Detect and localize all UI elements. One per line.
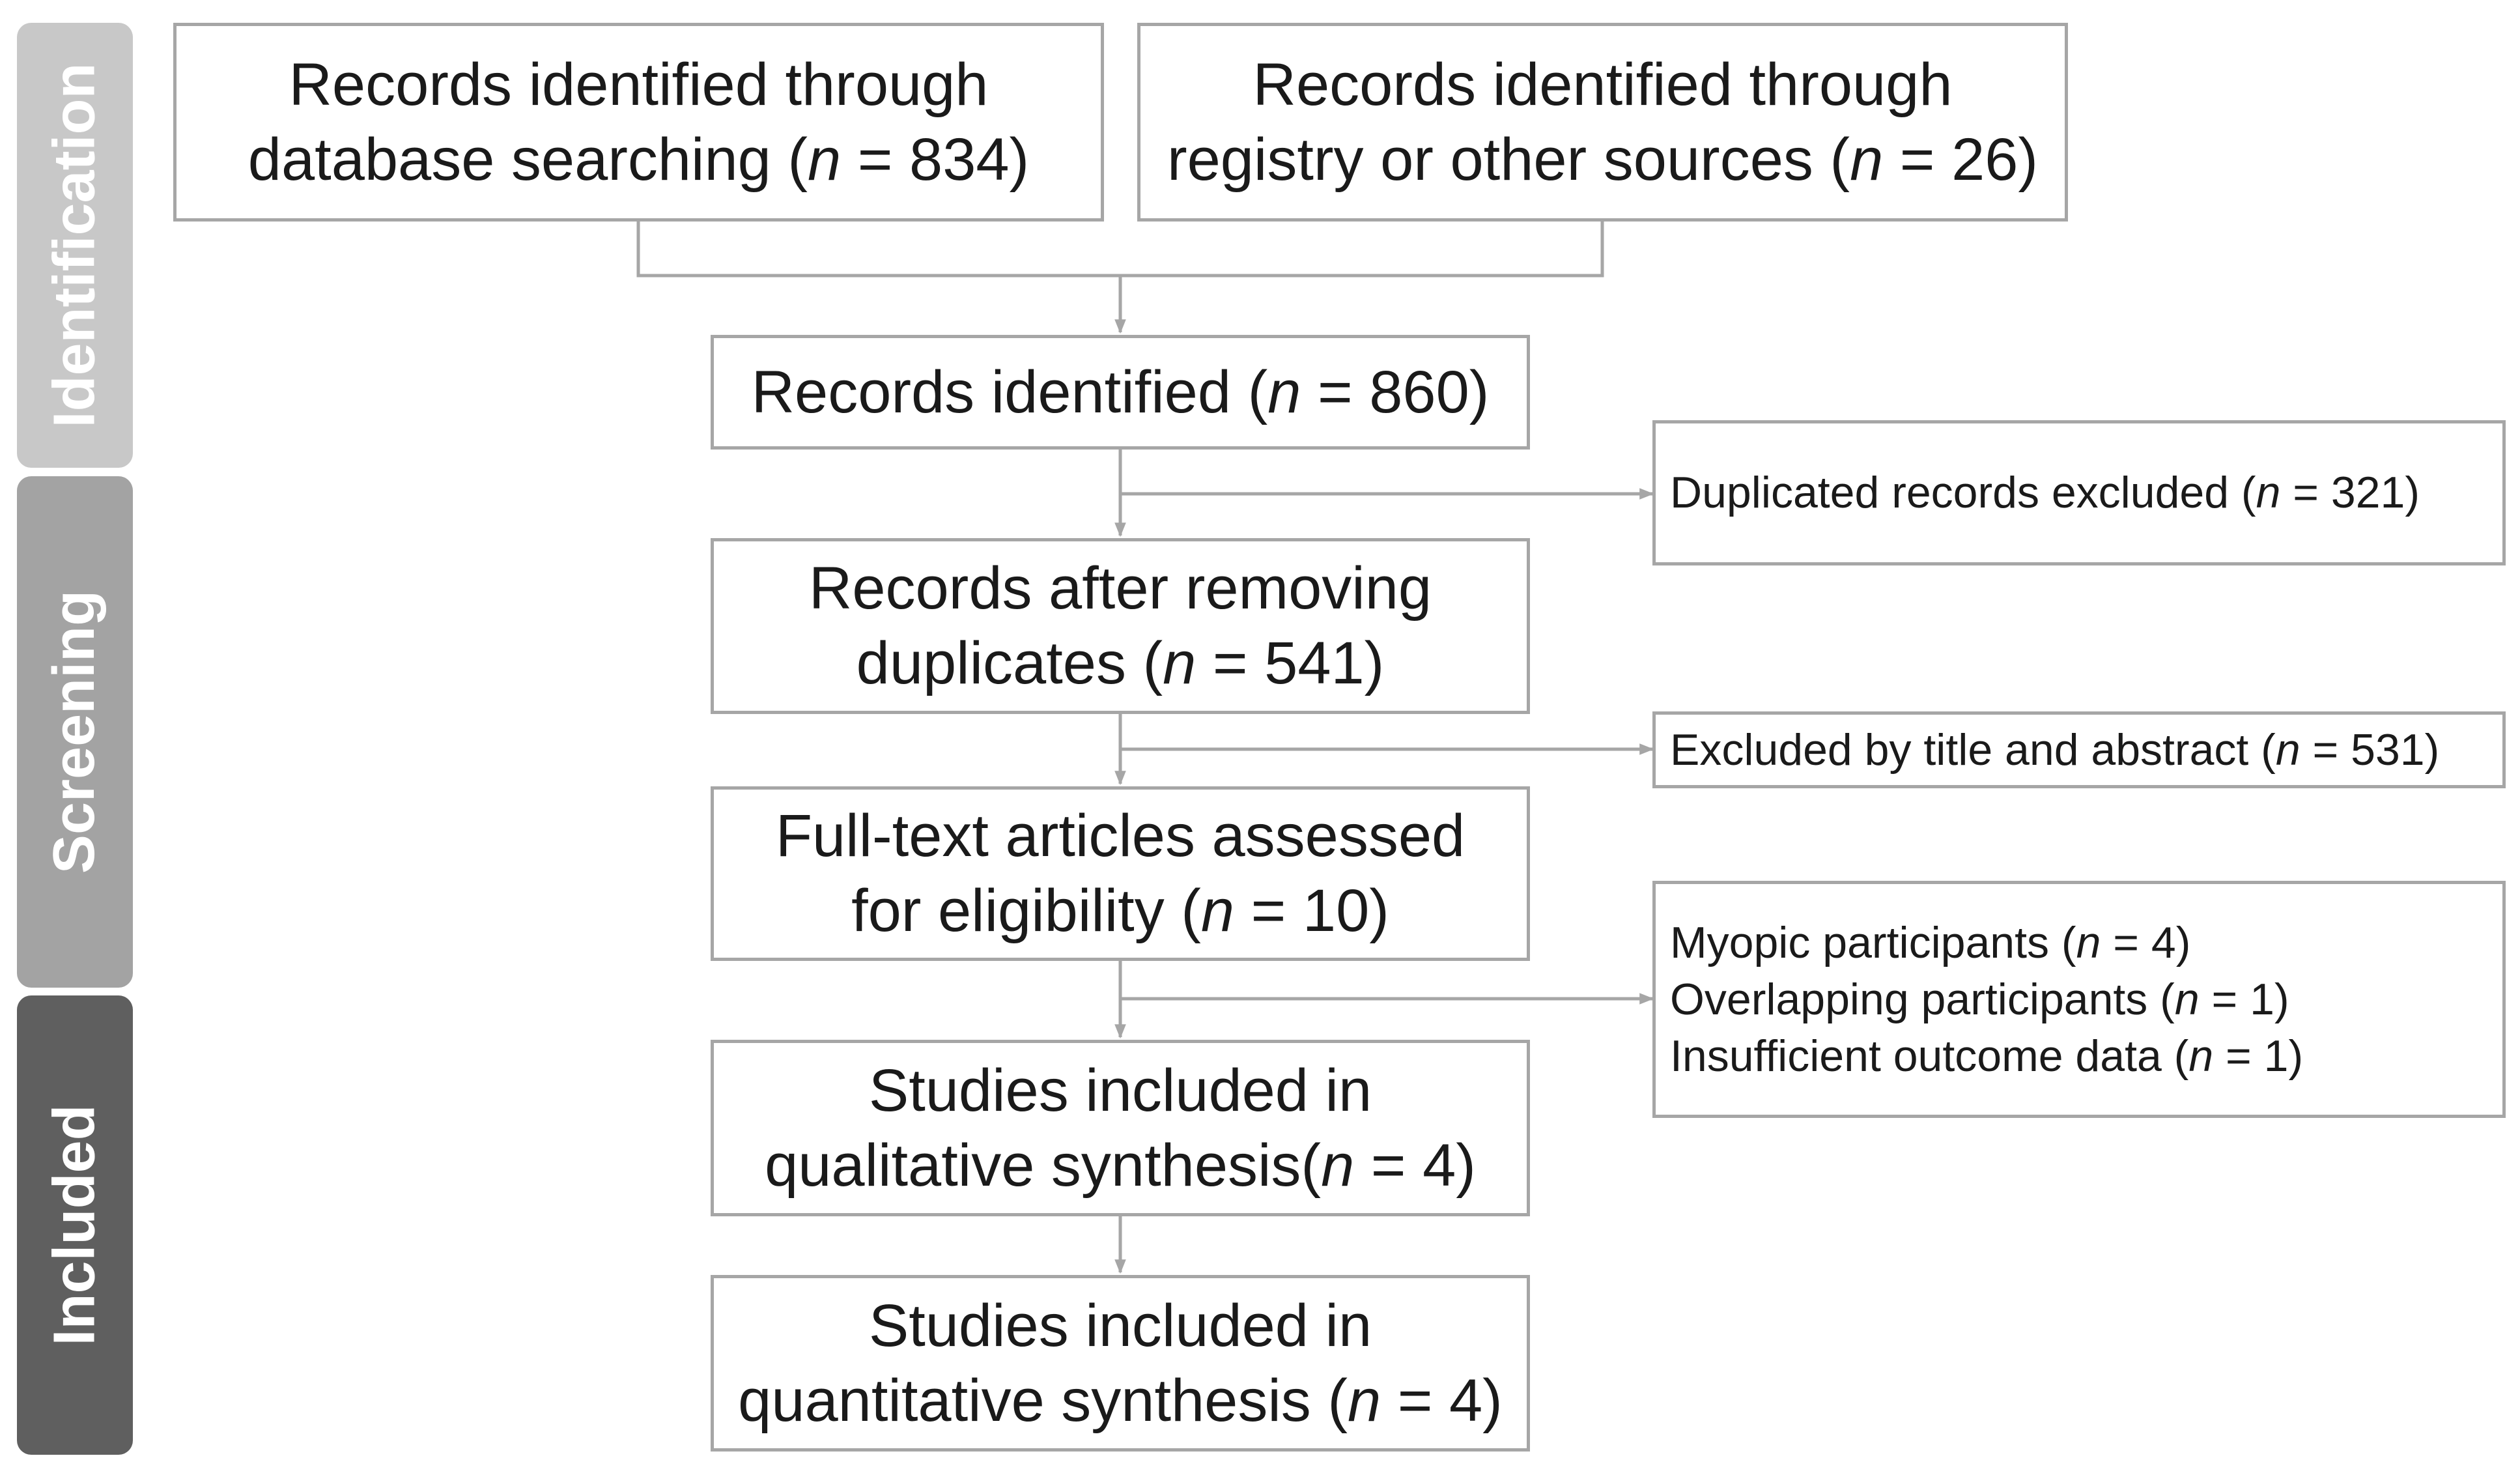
n-symbol: n — [2256, 468, 2281, 517]
n-symbol: n — [1347, 1367, 1381, 1434]
box-text-line: duplicates (n = 541) — [809, 626, 1432, 701]
box-text-line: Overlapping participants (n = 1) — [1670, 971, 2303, 1028]
box-records-identified: Records identified (n = 860) — [711, 335, 1530, 450]
count-value: = 4) — [1381, 1367, 1503, 1434]
box-text-line: Studies included in — [738, 1289, 1503, 1364]
n-symbol: n — [2188, 1031, 2214, 1081]
box-text: Excluded by title and abstract (n = 531) — [1670, 722, 2439, 779]
box-text: Duplicated records excluded (n = 321) — [1670, 465, 2420, 521]
line-text: for eligibility ( — [851, 878, 1201, 944]
line-text: Insufficient outcome data ( — [1670, 1031, 2189, 1081]
box-text-line: database searching (n = 834) — [248, 122, 1029, 197]
line-text: database searching ( — [248, 126, 808, 193]
box-text-line: Studies included in — [765, 1053, 1476, 1128]
line-text: duplicates ( — [856, 630, 1163, 696]
line-text: Myopic participants ( — [1670, 917, 2076, 967]
count-value: = 4) — [2101, 917, 2191, 967]
count-value: = 26) — [1883, 126, 2039, 193]
count-value: = 1) — [2213, 1031, 2304, 1081]
n-symbol: n — [1267, 358, 1301, 425]
box-text: Myopic participants (n = 4)Overlapping p… — [1670, 915, 2303, 1085]
count-value: = 860) — [1301, 358, 1490, 425]
box-text-line: Records identified through — [248, 48, 1029, 122]
n-symbol: n — [1321, 1132, 1355, 1199]
n-symbol: n — [2174, 974, 2200, 1024]
count-value: = 4) — [1354, 1132, 1476, 1199]
line-text: registry or other sources ( — [1167, 126, 1850, 193]
box-text-line: Excluded by title and abstract (n = 531) — [1670, 722, 2439, 779]
line-text: Full-text articles assessed — [775, 803, 1465, 869]
line-text: Duplicated records excluded ( — [1670, 468, 2256, 517]
line-text: Records after removing — [808, 555, 1432, 622]
n-symbol: n — [1200, 878, 1235, 944]
box-fulltext-excluded: Myopic participants (n = 4)Overlapping p… — [1652, 881, 2506, 1118]
box-text-line: Insufficient outcome data (n = 1) — [1670, 1028, 2303, 1085]
box-text-line: Myopic participants (n = 4) — [1670, 915, 2303, 971]
line-text: Records identified through — [1253, 51, 1953, 118]
count-value: = 541) — [1196, 630, 1385, 696]
box-duplicates-excluded: Duplicated records excluded (n = 321) — [1652, 420, 2506, 565]
stage-bar-included: Included — [17, 995, 133, 1455]
merge-connector — [636, 222, 1604, 278]
count-value: = 10) — [1234, 878, 1389, 944]
box-text-line: quantitative synthesis (n = 4) — [738, 1364, 1503, 1438]
box-text-line: Duplicated records excluded (n = 321) — [1670, 465, 2420, 521]
line-text: Records identified through — [289, 51, 989, 118]
box-text-line: registry or other sources (n = 26) — [1167, 122, 2038, 197]
count-value: = 531) — [2300, 724, 2440, 775]
box-text-line: Records identified through — [1167, 48, 2038, 122]
box-text-line: Records after removing — [809, 551, 1432, 626]
count-value: = 834) — [841, 126, 1030, 193]
box-title-abstract-excluded: Excluded by title and abstract (n = 531) — [1652, 711, 2506, 788]
count-value: = 1) — [2199, 974, 2289, 1024]
n-symbol: n — [1850, 126, 1884, 193]
box-text-line: Records identified (n = 860) — [752, 355, 1490, 430]
line-text: Studies included in — [868, 1057, 1372, 1124]
line-text: Studies included in — [868, 1292, 1372, 1359]
n-symbol: n — [2076, 917, 2101, 967]
n-symbol: n — [2275, 724, 2301, 775]
line-text: Overlapping participants ( — [1670, 974, 2175, 1024]
line-text: qualitative synthesis( — [765, 1132, 1322, 1199]
count-value: = 321) — [2280, 468, 2420, 517]
n-symbol: n — [808, 126, 842, 193]
line-text: Records identified ( — [751, 358, 1268, 425]
stage-bar-screening: Screening — [17, 476, 133, 988]
n-symbol: n — [1163, 630, 1196, 696]
line-text: Excluded by title and abstract ( — [1670, 724, 2276, 775]
box-text: Records identified (n = 860) — [752, 355, 1490, 430]
box-text-line: qualitative synthesis(n = 4) — [765, 1128, 1476, 1203]
box-text-line: Full-text articles assessed — [776, 799, 1465, 874]
stage-bar-identification: Identification — [17, 23, 133, 468]
line-text: quantitative synthesis ( — [738, 1367, 1348, 1434]
box-text-line: for eligibility (n = 10) — [776, 874, 1465, 949]
